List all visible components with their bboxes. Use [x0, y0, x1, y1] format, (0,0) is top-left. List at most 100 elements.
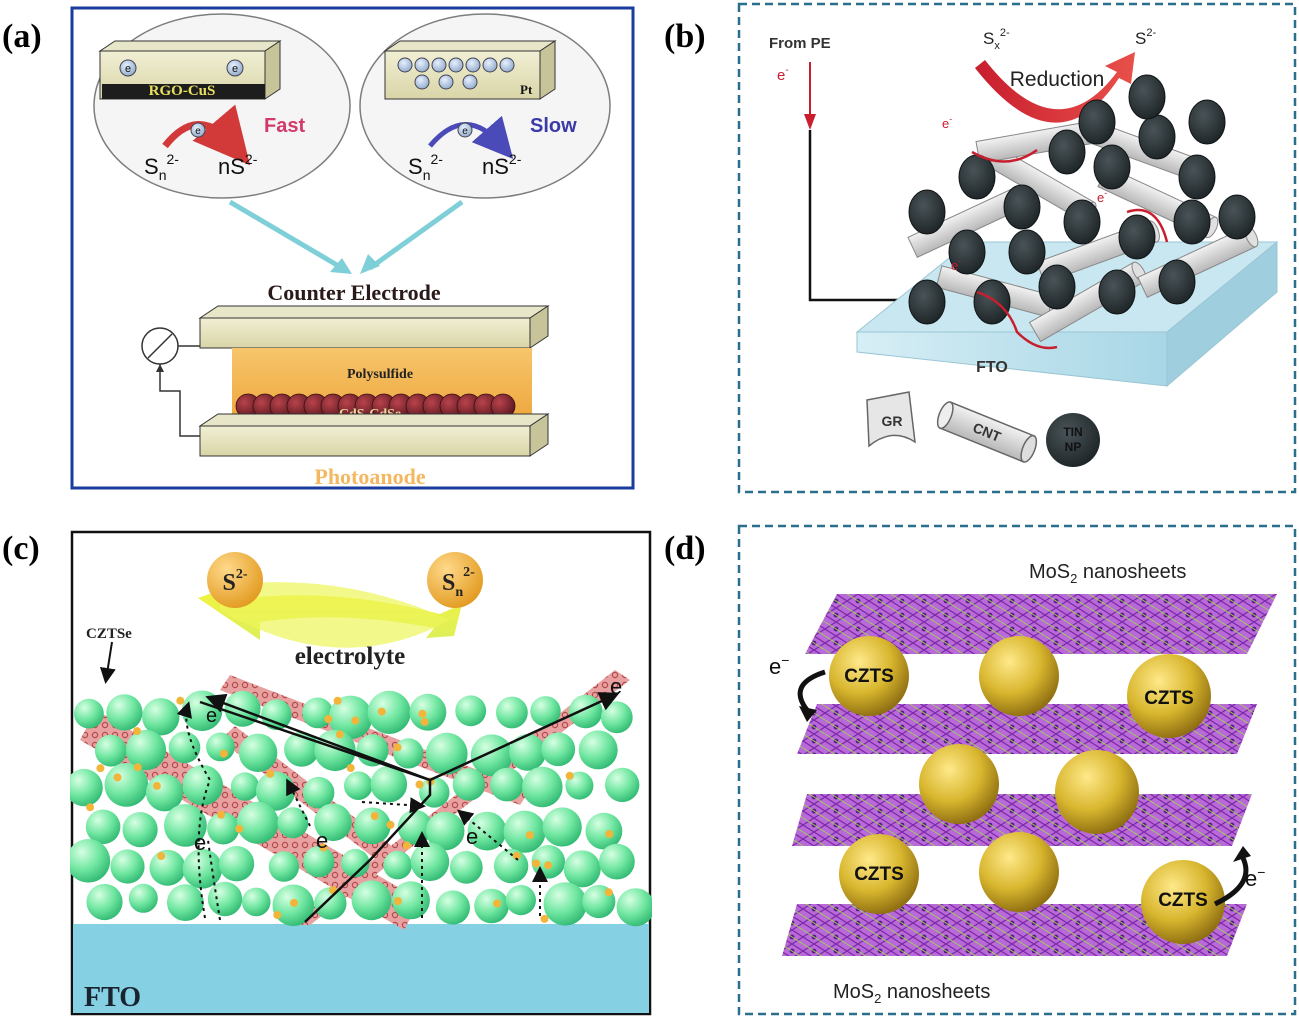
electron-icon: [448, 57, 464, 73]
cztse-particle: [599, 843, 635, 880]
cztse-particle: [542, 807, 582, 847]
gr-legend-icon: [866, 391, 916, 448]
cztse-particle: [261, 699, 292, 730]
electron-path: [976, 290, 1058, 350]
sulfur-ion-dot: [319, 843, 328, 852]
panel-c-label: (c): [2, 530, 40, 567]
electron-icon: e: [457, 122, 473, 138]
electron-transfer-arrow: [1213, 854, 1249, 907]
electron-label: e: [194, 830, 206, 855]
cztse-particle: [277, 807, 309, 839]
electron-icon: [414, 74, 430, 90]
counter-electrode-plate: [199, 317, 531, 349]
sulfur-ion-dot: [377, 707, 386, 716]
cztse-particle: [470, 734, 513, 777]
cztse-particle: [522, 766, 563, 808]
tin-np-disk: [1178, 154, 1216, 200]
electrolyte-label: electrolyte: [295, 643, 406, 670]
cztse-particle: [70, 839, 111, 883]
cztse-particle: [94, 734, 127, 767]
svg-text:e: e: [195, 126, 201, 137]
sulfur-ion-dot: [351, 716, 360, 725]
tin-np-disk: [1098, 269, 1136, 315]
tin-np-disk: [1118, 214, 1156, 260]
s2-species: S2-: [1135, 27, 1156, 48]
sulfur-ion-dot: [544, 861, 553, 870]
ns-product: nS2-: [218, 151, 258, 179]
cztse-particle: [122, 812, 158, 848]
sulfur-ion-dot: [157, 852, 166, 860]
cztse-label: CZTSe: [86, 626, 132, 642]
tin-np-disk: [1038, 264, 1076, 310]
fto-substrate: [73, 924, 649, 1013]
panel-d-label: (d): [664, 530, 706, 567]
cztse-particle: [207, 881, 243, 917]
cztse-particle: [370, 765, 408, 803]
cztse-nanoparticles: [70, 690, 652, 927]
czts-label: CZTS: [844, 666, 894, 687]
sulfur-ion-dot: [333, 696, 342, 705]
ns-product: nS2-: [482, 151, 522, 179]
tin-np-legend-icon: [1046, 413, 1100, 467]
sulfur-ion-dot: [512, 851, 521, 860]
czts-sphere: [839, 834, 919, 914]
cztse-particle: [106, 694, 143, 731]
tin-np-disk: [958, 154, 996, 200]
tin-np-disk: [1003, 184, 1041, 230]
electron-label: e-: [1097, 188, 1107, 205]
czts-label: CZTS: [1158, 890, 1208, 911]
electron-icon: [397, 57, 413, 73]
cztse-particle: [74, 698, 104, 729]
sulfur-ion-dot: [266, 769, 275, 778]
electron-icon: [499, 57, 515, 73]
electron-icon: [482, 57, 498, 73]
pt-label: Pt: [520, 82, 533, 97]
czts-label: CZTS: [854, 864, 904, 885]
cztse-particle: [393, 738, 424, 769]
cztse-particle: [409, 693, 447, 731]
electron-icon: [431, 57, 447, 73]
cztse-particle: [578, 730, 618, 770]
czts-sphere: [979, 636, 1059, 716]
cztse-particle: [455, 695, 487, 727]
cztse-particle: [241, 887, 271, 917]
cztse-particle: [255, 771, 296, 811]
cztse-particle: [351, 880, 392, 921]
cztse-particle: [503, 810, 546, 853]
arrow-to-counter-electrode: [228, 199, 344, 271]
cztse-particle: [164, 804, 207, 847]
svg-text:e: e: [232, 63, 238, 75]
cztse-particle: [474, 888, 509, 924]
cztse-particle: [600, 701, 633, 734]
cztse-particle: [585, 812, 623, 850]
sulfur-ion-dot: [393, 743, 402, 752]
cztse-particle: [530, 696, 561, 727]
cztse-particle: [616, 888, 652, 927]
cztse-particle: [328, 695, 373, 740]
cztse-particle: [168, 731, 201, 764]
czts-sphere: [829, 636, 909, 716]
sulfur-ion-dot: [235, 824, 244, 833]
cztse-particle: [605, 767, 640, 803]
tin-nanoparticle-network: [907, 74, 1259, 343]
sulfur-ion-dot: [133, 727, 141, 736]
sulfur-ion-dot: [418, 709, 427, 718]
cnt-legend-icon: CNT: [936, 401, 1038, 463]
mos2-bottom-label: MoS2 nanosheets: [833, 981, 990, 1006]
electron-icon: [462, 74, 478, 90]
electron-icon: e: [226, 59, 244, 77]
tin-np-disk: [1188, 99, 1226, 145]
sulfur-ion-dot: [402, 841, 411, 850]
panel-a: RGO-CuS e e e Fast Sn2- nS2- Pt e Slow S…: [70, 6, 635, 490]
czts-sphere: [919, 744, 999, 824]
cztse-particle: [541, 732, 576, 767]
electron-label: e-: [942, 114, 952, 131]
cztse-particle: [367, 690, 411, 734]
sulfur-ion-dot: [335, 730, 344, 739]
mos2-top-label: MoS2 nanosheets: [1029, 561, 1186, 586]
czts-label: CZTS: [1144, 688, 1194, 709]
cztse-particle: [435, 890, 470, 925]
from-pe-label: From PE: [769, 35, 831, 52]
sulfur-ion-dot: [525, 831, 534, 840]
tin-np-disk: [1128, 74, 1166, 120]
